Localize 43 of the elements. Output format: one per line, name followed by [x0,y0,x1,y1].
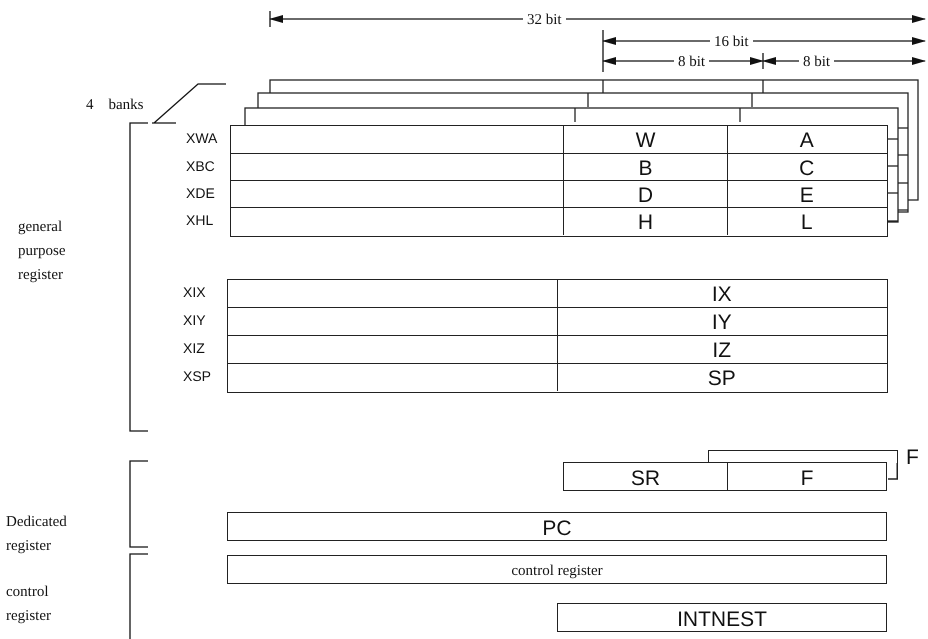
register-name: E [800,182,814,206]
register-name: C [799,156,814,179]
register-box [227,335,888,364]
register-name: D [638,182,654,206]
register-label: XIX [183,284,206,300]
register-field [557,603,887,632]
register-label: XSP [183,368,212,384]
register-box [230,153,888,182]
register-name: INTNEST [677,606,767,630]
register-box [227,307,888,336]
group-label: general purpose register [18,218,66,285]
register-box [708,450,898,463]
register-name: PC [542,516,572,538]
register-name: L [800,210,813,234]
register-label: XIY [183,312,206,328]
register-name: F [800,466,814,488]
register-box [227,279,888,308]
register-field [563,462,728,491]
register-label: XIZ [183,340,205,356]
register-name: SR [630,466,660,488]
register-label: F [906,446,919,470]
register-name: IZ [712,338,732,362]
register-field [727,462,887,491]
group-label: control register [6,583,52,626]
register-label: XBC [186,158,215,174]
group-label: Dedicated register [6,513,68,556]
register-label: XDE [186,185,215,201]
register-field [227,555,887,584]
register-name: H [638,210,654,234]
register-name: IX [712,282,732,306]
register-box [227,363,888,392]
register-name: IY [712,310,732,334]
register-label: XHL [186,212,214,228]
register-name: A [800,128,814,152]
register-label: XWA [186,130,218,146]
register-box [230,180,888,208]
register-field [227,512,887,541]
register-name: B [638,156,652,179]
register-name: SP [708,366,736,390]
register-name: control register [511,562,603,578]
register-box [230,125,888,154]
register-box [230,207,888,236]
register-name: W [636,128,656,152]
